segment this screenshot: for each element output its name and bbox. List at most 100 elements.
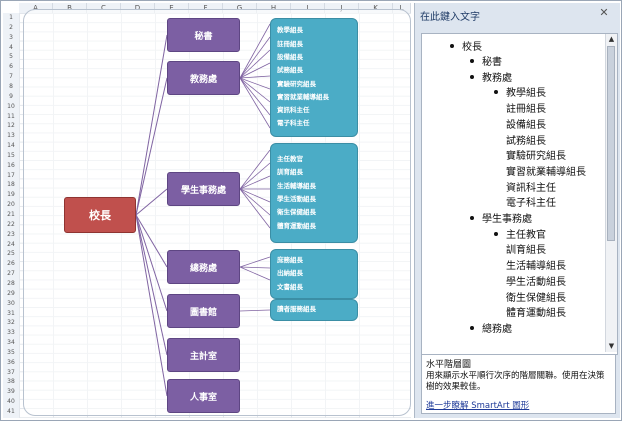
node-academic-affairs[interactable]: 教務處 — [167, 61, 240, 95]
text-pane-list[interactable]: 校長秘書教務處教學組長註冊組長設備組長試務組長實驗研究組長實習就業輔導組長資訊科… — [421, 33, 618, 355]
row-header-cell[interactable]: 9 — [9, 92, 13, 100]
row-header-cell[interactable]: 37 — [7, 368, 15, 376]
row-header-cell[interactable]: 12 — [7, 122, 15, 130]
scrollbar[interactable]: ▲ ▼ — [605, 34, 617, 352]
sublist-item: 出納組長 — [277, 269, 303, 278]
row-header-cell[interactable]: 2 — [9, 23, 13, 31]
node-library[interactable]: 圖書館 — [167, 294, 240, 328]
description-panel: 水平階層圖 用來顯示水平順行次序的階層關聯。使用在決策樹的效果較佳。 進一步瞭解… — [421, 354, 616, 414]
detail-box-library[interactable]: 讀者服務組長 — [270, 299, 358, 321]
row-header-cell[interactable]: 26 — [7, 260, 15, 268]
detail-box-academic[interactable]: 教學組長註冊組長設備組長試務組長實驗研究組長實習就業輔導組長資訊科主任電子科主任 — [270, 18, 358, 137]
row-header-cell[interactable]: 32 — [7, 319, 15, 327]
row-header-cell[interactable]: 34 — [7, 339, 15, 347]
node-accounting[interactable]: 主計室 — [167, 338, 240, 372]
text-pane-item[interactable]: 試務組長 — [506, 135, 546, 147]
row-header-cell[interactable]: 15 — [7, 151, 15, 159]
column-header-cell[interactable]: J — [325, 3, 359, 13]
node-personnel[interactable]: 人事室 — [167, 379, 240, 413]
text-pane-item[interactable]: 體育運動組長 — [506, 308, 566, 320]
scroll-thumb[interactable] — [607, 46, 615, 241]
text-pane-item[interactable]: 資訊科主任 — [506, 182, 556, 194]
text-pane-item[interactable]: 電子科主任 — [506, 198, 556, 210]
text-pane-item[interactable]: 學生事務處 — [482, 214, 532, 225]
column-header-cell[interactable]: G — [223, 3, 257, 13]
node-secretary[interactable]: 秘書 — [167, 18, 240, 52]
connector-line — [239, 75, 271, 79]
text-pane-item[interactable]: 秘書 — [482, 57, 502, 68]
row-header-cell[interactable]: 27 — [7, 270, 15, 278]
node-student-affairs[interactable]: 學生事務處 — [167, 172, 240, 206]
row-header-cell[interactable]: 6 — [9, 63, 13, 71]
row-header-cell[interactable]: 23 — [7, 230, 15, 238]
row-header-cell[interactable]: 17 — [7, 171, 15, 179]
row-header-cell[interactable]: 18 — [7, 181, 15, 189]
row-header-cell[interactable]: 5 — [9, 53, 13, 61]
scroll-down-icon[interactable]: ▼ — [608, 342, 615, 350]
row-header-cell[interactable]: 10 — [7, 102, 15, 110]
row-header-cell[interactable]: 20 — [7, 201, 15, 209]
row-header-cell[interactable]: 19 — [7, 191, 15, 199]
row-header-cell[interactable]: 36 — [7, 358, 15, 366]
bullet-icon — [494, 231, 498, 236]
row-header-cell[interactable]: 31 — [7, 309, 15, 317]
row-header-cell[interactable]: 29 — [7, 289, 15, 297]
column-header-cell[interactable]: K — [359, 3, 393, 13]
row-header-cell[interactable]: 24 — [7, 240, 15, 248]
text-pane-item[interactable]: 衛生保健組長 — [506, 292, 566, 304]
column-header-cell[interactable]: F — [189, 3, 223, 13]
text-pane-item[interactable]: 實驗研究組長 — [506, 151, 566, 163]
row-header-cell[interactable]: 1 — [9, 14, 13, 21]
column-header-cell[interactable]: D — [121, 3, 155, 13]
row-header-cell[interactable]: 14 — [7, 142, 15, 150]
column-header-cell[interactable]: C — [87, 3, 121, 13]
row-header-cell[interactable]: 11 — [7, 112, 15, 120]
row-header-cell[interactable]: 30 — [7, 299, 15, 307]
row-header-cell[interactable]: 22 — [7, 220, 15, 228]
column-header-cell[interactable]: E — [155, 3, 189, 13]
text-pane-item[interactable]: 訓育組長 — [506, 245, 546, 257]
row-header-cell[interactable]: 21 — [7, 211, 15, 218]
text-pane-item[interactable]: 教務處 — [482, 72, 512, 84]
row-header-cell[interactable]: 33 — [7, 329, 15, 337]
text-pane-item[interactable]: 總務處 — [482, 323, 512, 335]
text-pane-item[interactable]: 教學組長 — [506, 88, 546, 100]
column-header-cell[interactable]: L — [393, 3, 411, 13]
row-header-cell[interactable]: 7 — [9, 73, 13, 81]
row-header-cell[interactable]: 39 — [7, 388, 15, 396]
row-header-cell[interactable]: 38 — [7, 378, 15, 386]
row-header-cell[interactable]: 16 — [7, 161, 15, 169]
text-pane-item[interactable]: 主任教官 — [506, 229, 546, 241]
row-header-cell[interactable]: 13 — [7, 132, 15, 140]
text-pane-item[interactable]: 設備組長 — [506, 119, 546, 131]
connector-line — [239, 149, 271, 190]
learn-more-link[interactable]: 進一步瞭解 SmartArt 圖形 — [426, 401, 530, 411]
sublist-item: 實習就業輔導組長 — [277, 92, 329, 101]
row-header-cell[interactable]: 41 — [7, 408, 15, 415]
row-header-cell[interactable]: 40 — [7, 398, 15, 406]
column-header-cell[interactable]: I — [291, 3, 325, 13]
row-header-cell[interactable]: 35 — [7, 348, 15, 356]
row-header-cell[interactable]: 28 — [7, 279, 15, 287]
row-header-cell[interactable]: 4 — [9, 43, 13, 51]
column-header-cell[interactable]: H — [257, 3, 291, 13]
text-pane-item[interactable]: 生活輔導組長 — [506, 261, 566, 273]
text-pane-item[interactable]: 實習就業輔導組長 — [506, 166, 586, 178]
column-header-cell[interactable]: A — [19, 3, 53, 13]
root-node-principal[interactable]: 校長 — [64, 197, 136, 233]
detail-box-general[interactable]: 庶務組長出納組長文書組長 — [270, 249, 358, 299]
scroll-up-icon[interactable]: ▲ — [608, 35, 615, 43]
node-general-affairs[interactable]: 總務處 — [167, 250, 240, 284]
detail-box-student[interactable]: 主任教官訓育組長生活輔導組長學生活動組長衛生保健組長體育運動組長 — [270, 143, 358, 243]
text-pane-item[interactable]: 校長 — [462, 42, 482, 53]
row-header-cell[interactable]: 8 — [9, 82, 13, 90]
close-icon[interactable]: ✕ — [599, 6, 609, 19]
smartart-canvas[interactable]: 校長 秘書 教務處 學生事務處 總務處 圖書館 主計室 人事室 教學組長註冊組長… — [23, 9, 411, 416]
text-pane-item[interactable]: 學生活動組長 — [506, 276, 566, 288]
row-header-cell[interactable]: 3 — [9, 33, 13, 41]
row-header-cell[interactable]: 25 — [7, 250, 15, 258]
column-header-cell[interactable]: B — [53, 3, 87, 13]
text-pane-item[interactable]: 註冊組長 — [506, 104, 546, 116]
bullet-icon — [494, 90, 498, 95]
academic-sublist: 教學組長註冊組長設備組長試務組長實驗研究組長實習就業輔導組長資訊科主任電子科主任 — [271, 25, 357, 129]
